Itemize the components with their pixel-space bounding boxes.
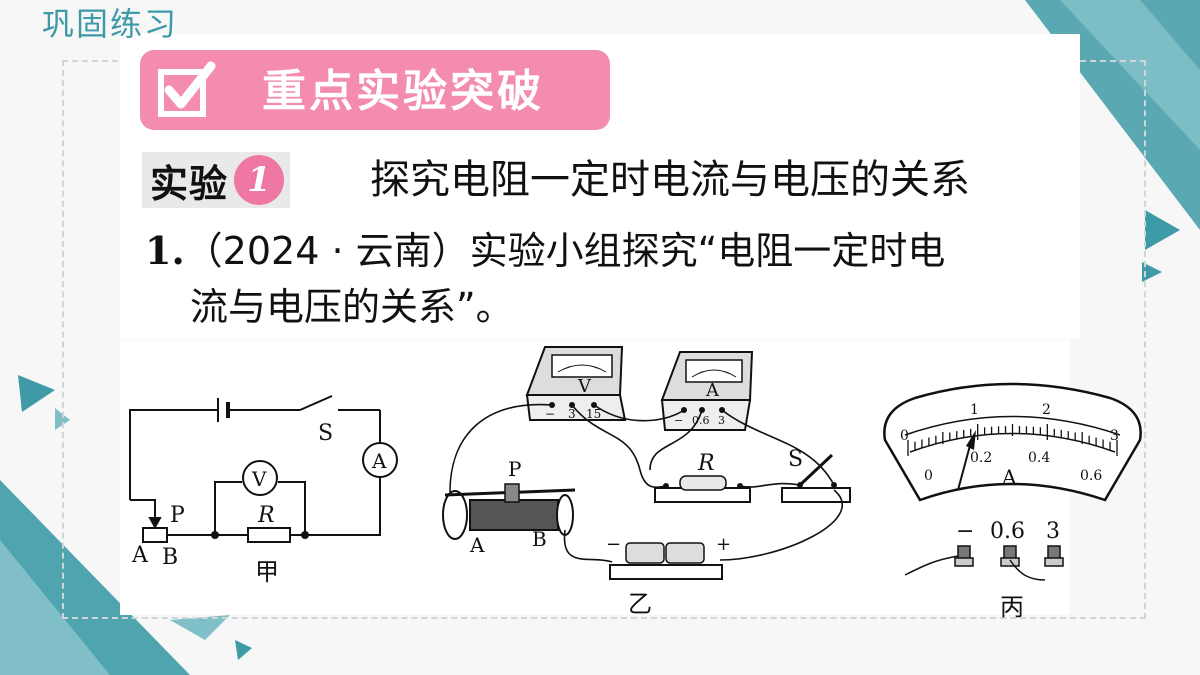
experiment-number-badge: 1	[234, 155, 285, 205]
yi-ammeter-label: A	[705, 380, 720, 401]
dial-lower-04: 0.4	[1028, 450, 1050, 466]
dial-terminal-minus: −	[956, 519, 974, 544]
yi-switch-label: S	[788, 447, 803, 472]
jia-end-a: A	[131, 543, 149, 568]
dial-terminals	[904, 545, 1064, 581]
jia-slider-label: P	[170, 503, 185, 528]
section-title: 巩固练习	[42, 5, 179, 38]
voltmeter-device	[525, 346, 627, 421]
yi-end-b: B	[532, 527, 547, 551]
switch-device	[781, 453, 851, 503]
question-line-2: 流与电压的关系”。	[190, 285, 514, 329]
dial-lower-06: 0.6	[1080, 468, 1102, 484]
dial-upper-3: 3	[1110, 428, 1119, 444]
key-experiment-banner	[140, 50, 610, 130]
experiment-label: 实验	[150, 161, 229, 206]
dial-upper-2: 2	[1042, 402, 1051, 418]
yi-end-a: A	[469, 533, 485, 557]
circuit-diagram-jia	[129, 395, 398, 543]
jia-end-b: B	[162, 545, 178, 570]
question-source: （2024 · 云南）	[184, 229, 470, 273]
dial-meter-label: A	[1001, 465, 1017, 489]
yi-slider-label: P	[508, 457, 521, 481]
resistor-device	[654, 475, 751, 503]
yi-battery-minus: −	[606, 534, 621, 555]
dial-lower-02: 0.2	[970, 450, 992, 466]
question-number: 1.	[145, 228, 185, 273]
jia-switch-label: S	[318, 421, 333, 446]
yi-resistor-label: R	[697, 451, 715, 476]
experiment-tag: 实验 1	[142, 152, 291, 208]
ammeter-dial	[883, 382, 1142, 502]
dial-terminal-3: 3	[1046, 519, 1060, 544]
jia-caption: 甲	[255, 558, 279, 586]
yi-v-terminal-15: 15	[586, 407, 601, 421]
yi-voltmeter-label: V	[577, 376, 592, 397]
rheostat-device	[442, 483, 576, 540]
question-line-1: 1.（2024 · 云南）实验小组探究“电阻一定时电	[145, 224, 945, 278]
dial-upper-0: 0	[900, 428, 909, 444]
jia-resistor-label: R	[257, 503, 275, 528]
experiment-title: 探究电阻一定时电流与电压的关系	[370, 157, 970, 203]
dial-upper-1: 1	[970, 402, 979, 418]
dial-terminal-06: 0.6	[990, 519, 1025, 544]
banner-text: 重点实验突破	[262, 66, 544, 117]
yi-battery-plus: +	[716, 534, 731, 555]
ammeter-device	[660, 351, 754, 431]
jia-ammeter-label: A	[371, 449, 387, 473]
yi-wires	[449, 403, 843, 563]
check-icon	[158, 61, 216, 117]
yi-a-terminal-3: 3	[718, 414, 725, 427]
dial-lower-0: 0	[924, 468, 933, 484]
dial-ticks	[907, 424, 1118, 456]
yi-v-terminal-3: 3	[568, 407, 576, 421]
yi-v-terminal-minus: −	[545, 407, 555, 421]
bing-caption: 丙	[1000, 593, 1024, 621]
battery-device	[609, 542, 723, 580]
question-text-1: 实验小组探究“电阻一定时电	[469, 229, 946, 273]
jia-voltmeter-label: V	[251, 467, 267, 491]
yi-a-terminal-minus: −	[674, 414, 683, 427]
yi-caption: 乙	[628, 590, 652, 618]
